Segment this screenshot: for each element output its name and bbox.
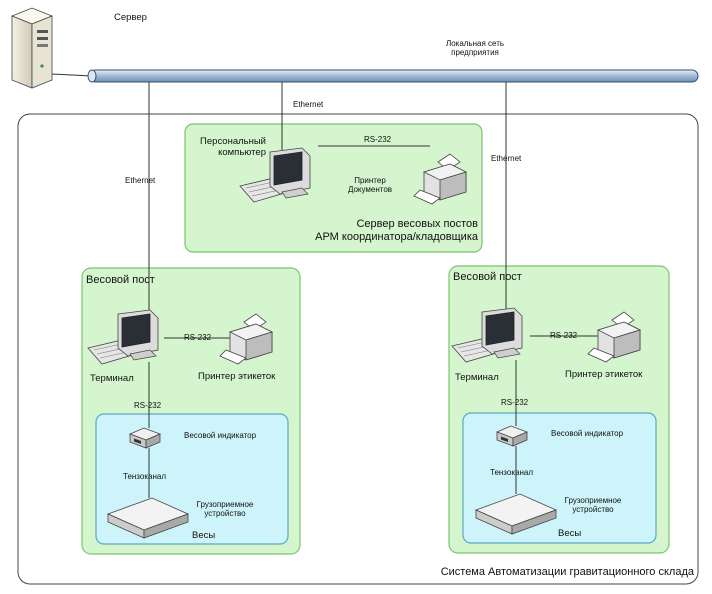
- document-printer-label-line1: Принтер: [354, 176, 386, 185]
- ethernet-label-right: Ethernet: [491, 154, 522, 163]
- weigh-post-title-left: Весовой пост: [86, 274, 155, 286]
- label-printer-label-right: Принтер этикеток: [565, 369, 643, 380]
- network-label: Локальная сеть предприятия: [420, 39, 530, 57]
- channel-label-left: Тензоканал: [123, 472, 166, 481]
- server-link: [51, 73, 93, 77]
- pc-label: Персональный компьютер: [180, 136, 266, 159]
- rs232-label-left-indicator: RS-232: [134, 401, 162, 410]
- network-bus: [87, 69, 699, 83]
- terminal-label-left: Терминал: [90, 373, 134, 384]
- receiver-label-right: Грузоприемное устройство: [553, 496, 633, 514]
- terminal-label-right: Терминал: [455, 372, 499, 383]
- rs232-label-right-printer: RS-232: [550, 331, 578, 340]
- network-label-line1: Локальная сеть: [445, 39, 505, 48]
- ethernet-label-left: Ethernet: [125, 176, 156, 185]
- scales-label-right: Весы: [558, 528, 582, 539]
- scales-label-left: Весы: [192, 530, 216, 541]
- indicator-label-right: Весовой индикатор: [551, 429, 624, 438]
- coordinator-title: Сервер весовых постов АРМ координатора/к…: [250, 218, 478, 243]
- coordinator-title-line1: Сервер весовых постов: [356, 218, 478, 230]
- receiver-label-left: Грузоприемное устройство: [185, 500, 265, 518]
- rs232-label-right-indicator: RS-232: [501, 398, 529, 407]
- coordinator-title-line2: АРМ координатора/кладовщика: [315, 230, 478, 243]
- receiver-label-left-line1: Грузоприемное: [196, 500, 254, 509]
- receiver-label-right-line1: Грузоприемное: [564, 496, 622, 505]
- document-printer-label-line2: Документов: [347, 185, 393, 195]
- server-label: Сервер: [114, 12, 147, 23]
- label-printer-label-left: Принтер этикеток: [198, 371, 276, 382]
- pc-label-line1: Персональный: [200, 136, 266, 147]
- rs232-label-left-printer: RS-232: [184, 333, 212, 342]
- ethernet-label-center: Ethernet: [293, 100, 324, 109]
- server-icon: [10, 7, 54, 89]
- rs232-label-top: RS-232: [364, 135, 392, 144]
- indicator-label-left: Весовой индикатор: [184, 431, 257, 440]
- channel-label-right: Тензоканал: [490, 468, 533, 477]
- receiver-label-right-line2: устройство: [572, 505, 614, 515]
- network-label-line2: предприятия: [451, 48, 499, 58]
- coordinator-panel: [184, 123, 483, 253]
- system-label: Система Автоматизации гравитационного ск…: [440, 566, 694, 578]
- weigh-post-title-right: Весовой пост: [453, 271, 522, 283]
- pc-label-line2: компьютер: [218, 146, 266, 158]
- receiver-label-left-line2: устройство: [204, 509, 246, 519]
- document-printer-label: Принтер Документов: [330, 176, 410, 194]
